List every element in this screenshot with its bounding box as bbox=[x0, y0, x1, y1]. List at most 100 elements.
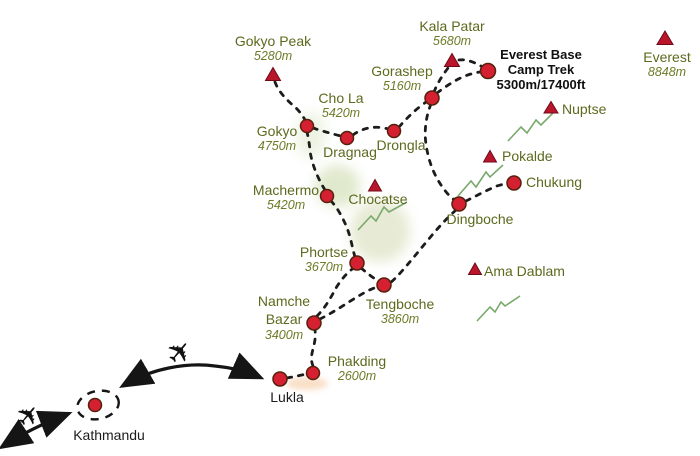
marker-dot-drongla bbox=[386, 123, 402, 139]
marker-dot-gorashep bbox=[424, 90, 440, 106]
ridge-icon-pokalde bbox=[457, 164, 504, 197]
place-name: Gokyo bbox=[256, 123, 298, 139]
place-name: Ama Dablam bbox=[484, 263, 565, 279]
marker-peak-chocatse bbox=[367, 178, 383, 192]
destination-line: Camp Trek bbox=[507, 62, 575, 77]
label-drongla: Drongla bbox=[376, 137, 425, 153]
place-name: Lukla bbox=[270, 389, 304, 405]
trail-namche-phortse bbox=[315, 265, 357, 318]
place-name: Machermo bbox=[252, 182, 320, 198]
place-name: Dingboche bbox=[446, 211, 514, 227]
place-elevation: 5280m bbox=[253, 49, 293, 63]
marker-dot-phortse bbox=[349, 255, 365, 271]
place-name: Bazar bbox=[265, 310, 303, 327]
destination-line: Everest Base bbox=[500, 47, 582, 62]
trail-phortse-tengboche bbox=[359, 266, 380, 283]
place-elevation: 5420m bbox=[321, 106, 361, 120]
marker-dot-dingboche bbox=[451, 196, 467, 212]
label-dingboche: Dingboche bbox=[447, 211, 514, 227]
trail-dingboche-tengboche bbox=[388, 208, 458, 285]
place-elevation: 3400m bbox=[264, 328, 304, 342]
label-phortse: Phortse 3670m bbox=[300, 244, 348, 275]
trail-gorashep-dingboche bbox=[423, 102, 458, 203]
trail-gorashep-kala-patar bbox=[432, 66, 450, 94]
marker-dot-lukla bbox=[272, 371, 288, 387]
place-name: Everest bbox=[643, 49, 691, 65]
trail-drongla-gorashep bbox=[397, 98, 431, 129]
marker-dot-phakding bbox=[305, 365, 321, 381]
place-name: Chocatse bbox=[348, 191, 408, 207]
label-dragnag: Dragnag bbox=[323, 144, 377, 160]
place-elevation: 8848m bbox=[647, 65, 687, 79]
place-name: Drongla bbox=[376, 137, 426, 153]
label-lukla: Lukla bbox=[270, 389, 303, 405]
trail-lukla-phakding bbox=[285, 372, 308, 380]
marker-dot-dragnag bbox=[339, 130, 355, 146]
place-name: Gokyo Peak bbox=[234, 33, 312, 49]
trail-gokyo-dragnag bbox=[311, 126, 343, 138]
place-name: Chukung bbox=[526, 174, 583, 190]
label-everest: Everest 8848m bbox=[643, 49, 690, 80]
place-elevation: 2600m bbox=[337, 369, 377, 383]
marker-dot-gokyo bbox=[299, 118, 315, 134]
place-name: Cho La bbox=[318, 90, 364, 106]
kathmandu-ring bbox=[76, 389, 120, 421]
label-tengboche: Tengboche 3860m bbox=[366, 296, 435, 327]
place-name: Namche bbox=[257, 293, 311, 309]
label-namche-bazar: Namche Bazar 3400m bbox=[258, 293, 310, 343]
label-gokyo-peak: Gokyo Peak 5280m bbox=[235, 33, 311, 64]
flight-arrow-southwest-kathmandu bbox=[0, 410, 73, 450]
label-chukung: Chukung bbox=[526, 174, 582, 190]
label-machermo: Machermo 5420m bbox=[253, 182, 319, 213]
marker-peak-pokalde bbox=[482, 149, 498, 163]
label-gorashep: Gorashep 5160m bbox=[371, 63, 432, 94]
place-elevation: 5160m bbox=[382, 79, 422, 93]
marker-peak-gokyo-peak bbox=[264, 66, 282, 81]
place-name: Tengboche bbox=[365, 296, 435, 312]
label-kathmandu: Kathmandu bbox=[73, 427, 145, 443]
place-name: Gorashep bbox=[371, 63, 433, 79]
place-name: Kathmandu bbox=[73, 427, 145, 443]
terrain-shade-patch bbox=[350, 200, 410, 262]
label-ama-dablam: Ama Dablam bbox=[484, 263, 565, 279]
trail-namche-tengboche bbox=[318, 285, 379, 321]
marker-dot-everest-base-camp bbox=[479, 62, 497, 80]
place-elevation: 5680m bbox=[432, 34, 472, 48]
terrain-shade-patch bbox=[286, 377, 328, 390]
label-gokyo: Gokyo 4750m bbox=[257, 123, 297, 154]
trail-gorashep-ebc bbox=[435, 70, 482, 95]
label-kala-patar: Kala Patar 5680m bbox=[419, 18, 484, 49]
label-nuptse: Nuptse bbox=[562, 101, 606, 117]
flight-arrow-kathmandu-lukla bbox=[119, 352, 265, 388]
label-phakding: Phakding 2600m bbox=[328, 353, 386, 384]
marker-dot-kathmandu bbox=[87, 397, 103, 413]
marker-dot-chukung bbox=[506, 175, 522, 191]
place-elevation: 3670m bbox=[304, 260, 344, 274]
marker-peak-ama-dablam bbox=[467, 261, 483, 275]
label-everest-base-camp-trek: Everest Base Camp Trek 5300m/17400ft bbox=[497, 47, 586, 92]
marker-peak-kala-patar bbox=[443, 52, 461, 67]
place-elevation: 4750m bbox=[257, 139, 297, 153]
place-name: Dragnag bbox=[323, 144, 377, 160]
marker-peak-nuptse bbox=[543, 100, 559, 114]
place-name: Pokalde bbox=[502, 148, 553, 164]
trail-gokyo-gokyo-peak bbox=[273, 80, 307, 122]
place-elevation: 3860m bbox=[380, 312, 420, 326]
ridge-icon-nuptse bbox=[507, 109, 557, 142]
place-name: Phakding bbox=[327, 353, 387, 369]
marker-peak-everest bbox=[656, 30, 674, 45]
marker-dot-namche bbox=[306, 315, 322, 331]
place-name: Phortse bbox=[299, 244, 349, 260]
trail-dingboche-chukung bbox=[464, 182, 509, 203]
label-cho-la: Cho La 5420m bbox=[318, 90, 363, 121]
marker-dot-tengboche bbox=[376, 277, 392, 293]
terrain-shade-patch bbox=[296, 112, 326, 158]
trail-dragnag-drongla bbox=[351, 125, 393, 137]
trail-machermo-gokyo bbox=[305, 130, 327, 192]
label-pokalde: Pokalde bbox=[502, 148, 553, 164]
marker-dot-machermo bbox=[319, 188, 335, 204]
trail-phakding-namche bbox=[310, 328, 317, 368]
label-chocatse: Chocatse bbox=[348, 191, 407, 207]
place-name: Kala Patar bbox=[419, 18, 485, 34]
